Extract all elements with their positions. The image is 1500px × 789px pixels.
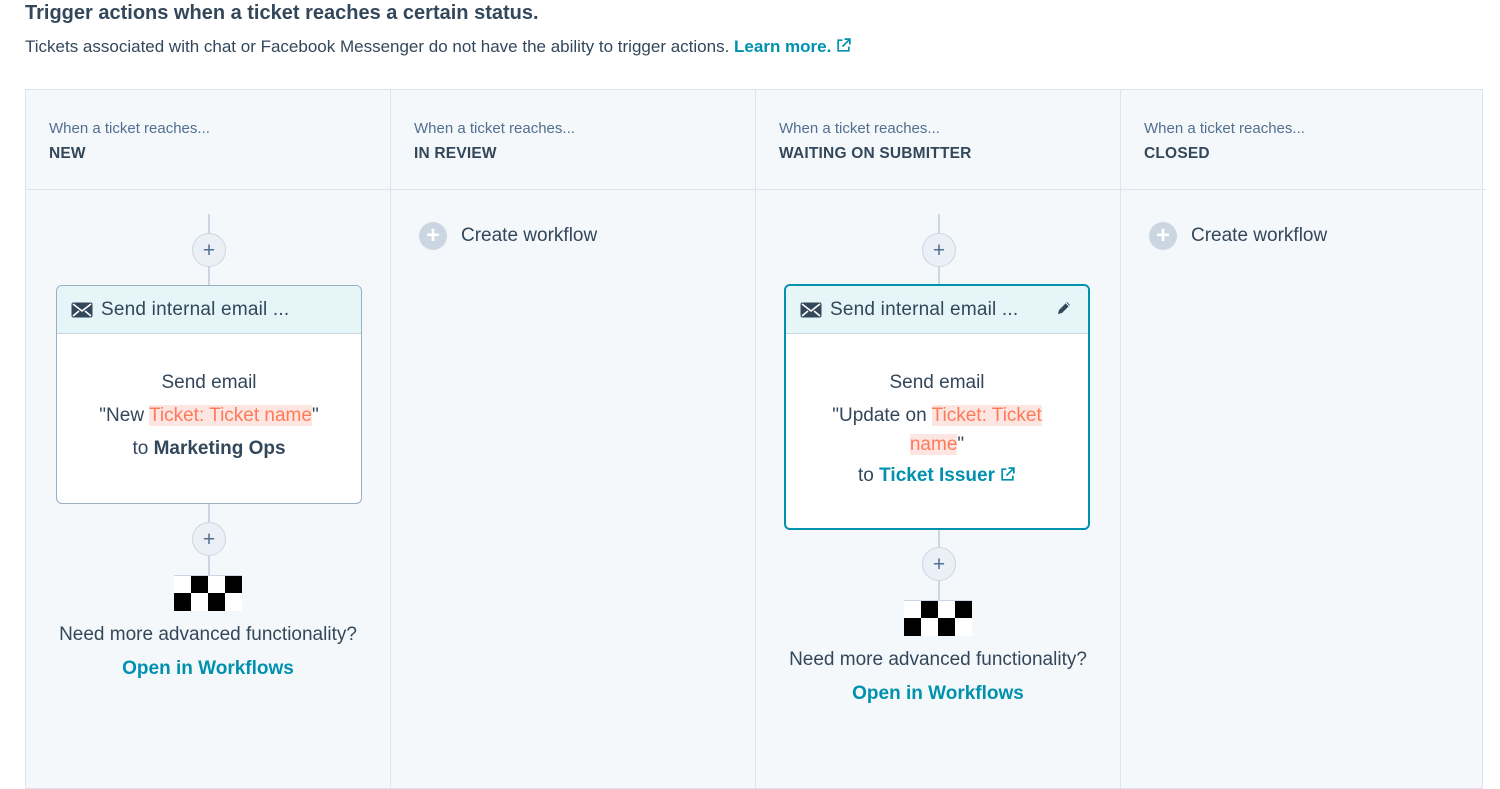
to-prefix: to (132, 438, 149, 459)
recipient-line: to Ticket Issuer (786, 461, 1088, 490)
plus-icon: + (932, 238, 946, 262)
personalization-token: Ticket: Ticket name (148, 405, 312, 426)
to-prefix: to (858, 465, 874, 486)
create-workflow-button[interactable]: + Create workflow (419, 222, 597, 250)
column-header: When a ticket reaches... NEW (26, 90, 390, 190)
checkered-flag-icon (904, 600, 972, 636)
page-title: Trigger actions when a ticket reaches a … (25, 2, 539, 24)
envelope-icon (71, 302, 93, 317)
action-card[interactable]: Send internal email ... Send email "New … (56, 285, 362, 504)
create-workflow-label: Create workflow (461, 225, 598, 246)
email-subject: "New Ticket: Ticket name" (57, 401, 361, 430)
learn-more-link[interactable]: Learn more. (734, 37, 852, 56)
personalization-token-cont: name (909, 434, 958, 455)
action-card-title: Send internal email ... (830, 298, 1019, 320)
subject-prefix: "New (99, 405, 149, 426)
column-status: NEW (49, 145, 86, 162)
action-card-body: Send email "Update on Ticket: Ticket name… (786, 334, 1088, 490)
subject-prefix: "Update on (832, 405, 932, 426)
column-new: When a ticket reaches... NEW + Send inte… (26, 90, 391, 788)
action-card-selected[interactable]: Send internal email ... Send email "Upda… (784, 284, 1090, 530)
recipient-name: Marketing Ops (153, 438, 286, 459)
action-card-header: Send internal email ... (57, 286, 361, 334)
add-action-button[interactable]: + (192, 522, 226, 556)
status-board: When a ticket reaches... NEW + Send inte… (25, 89, 1486, 789)
page-description: Tickets associated with chat or Facebook… (25, 37, 852, 57)
column-kicker: When a ticket reaches... (779, 120, 940, 137)
column-status: IN REVIEW (414, 145, 497, 162)
learn-more-label: Learn more. (734, 37, 832, 56)
column-waiting-on-submitter: When a ticket reaches... WAITING ON SUBM… (756, 90, 1121, 788)
plus-icon: + (202, 238, 216, 262)
action-line: Send email (161, 372, 257, 393)
action-card-body: Send email "New Ticket: Ticket name" to … (57, 334, 361, 463)
plus-icon: + (202, 527, 216, 551)
advanced-hint: Need more advanced functionality? (789, 649, 1087, 670)
action-card-header: Send internal email ... (786, 286, 1088, 334)
column-header: When a ticket reaches... IN REVIEW (391, 90, 755, 190)
envelope-icon (800, 302, 822, 317)
column-kicker: When a ticket reaches... (1144, 120, 1305, 137)
plus-circle-icon: + (1149, 222, 1177, 250)
plus-icon: + (932, 552, 946, 576)
open-in-workflows-link[interactable]: Open in Workflows (122, 658, 294, 679)
advanced-hint: Need more advanced functionality? (59, 624, 357, 645)
checkered-flag-icon (174, 575, 242, 611)
email-subject: "Update on Ticket: Ticket name" (786, 401, 1088, 459)
create-workflow-button[interactable]: + Create workflow (1149, 222, 1327, 250)
column-header: When a ticket reaches... CLOSED (1121, 90, 1486, 190)
add-action-button[interactable]: + (192, 233, 226, 267)
pencil-icon[interactable] (1056, 300, 1072, 316)
action-line: Send email (889, 372, 985, 393)
action-card-title: Send internal email ... (101, 298, 290, 320)
add-action-button[interactable]: + (922, 547, 956, 581)
column-status: WAITING ON SUBMITTER (779, 145, 972, 162)
column-status: CLOSED (1144, 145, 1210, 162)
column-header: When a ticket reaches... WAITING ON SUBM… (756, 90, 1120, 190)
subject-suffix: " (957, 434, 965, 455)
recipient-link[interactable]: Ticket Issuer (879, 465, 995, 486)
recipient-line: to Marketing Ops (57, 434, 361, 463)
column-kicker: When a ticket reaches... (49, 120, 210, 137)
plus-circle-icon: + (419, 222, 447, 250)
column-in-review: When a ticket reaches... IN REVIEW + Cre… (391, 90, 756, 788)
add-action-button[interactable]: + (922, 233, 956, 267)
open-in-workflows-link[interactable]: Open in Workflows (852, 683, 1024, 704)
personalization-token: Ticket: Ticket (931, 405, 1042, 426)
subject-suffix: " (311, 405, 319, 426)
column-closed: When a ticket reaches... CLOSED + Create… (1121, 90, 1486, 788)
create-workflow-label: Create workflow (1191, 225, 1328, 246)
external-link-icon (837, 38, 852, 52)
description-text: Tickets associated with chat or Facebook… (25, 37, 730, 56)
external-link-icon[interactable] (999, 466, 1016, 483)
column-kicker: When a ticket reaches... (414, 120, 575, 137)
